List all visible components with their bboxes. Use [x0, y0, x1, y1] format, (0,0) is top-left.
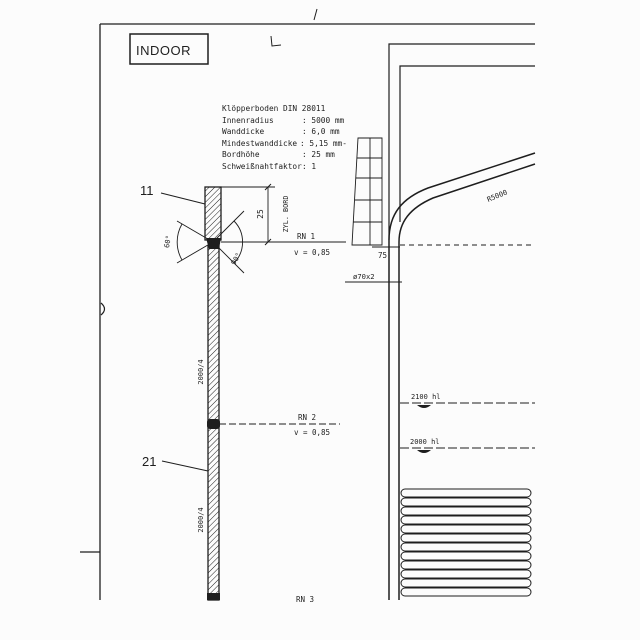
head-outer-contour — [388, 152, 536, 600]
outer-frame — [388, 43, 535, 240]
spec-value: : 5000 mm — [302, 116, 345, 125]
nozzle-offset-label: 75 — [378, 251, 387, 260]
wall-segment-label: 2000/4 — [197, 507, 205, 532]
level-label-2000: 2000 hl — [410, 438, 440, 446]
spec-value: : 5,15 mm- — [300, 139, 347, 148]
level-label-2100: 2100 hl — [411, 393, 441, 401]
pen-mark — [313, 8, 318, 21]
angle-arc-left — [176, 223, 183, 261]
spec-label: Schweißnahtfaktor — [222, 162, 302, 171]
inner-frame — [399, 65, 535, 222]
spec-label: Innenradius — [222, 116, 274, 125]
wall-segment-label: 2000/4 — [197, 359, 205, 384]
seam-factor-rn1: v = 0,85 — [294, 248, 330, 257]
indoor-label: INDOOR — [136, 43, 191, 58]
nozzle-size-label: ø70x2 — [353, 272, 375, 281]
coil-turn — [400, 578, 532, 588]
coil-turn — [400, 560, 532, 570]
coil-turn — [400, 551, 532, 561]
level-marker-2000 — [417, 450, 431, 453]
leader-lower — [161, 460, 209, 472]
part-label-upper: 11 — [140, 183, 154, 198]
part-label-lower: 21 — [142, 454, 156, 469]
head-radius-label: R5000 — [486, 188, 509, 203]
coil-stack — [400, 488, 532, 597]
punch-hole-mark — [100, 302, 106, 316]
coil-turn — [400, 515, 532, 525]
weld-rn3 — [207, 593, 220, 600]
weld-rn2 — [207, 419, 220, 429]
bord-type-label: ZYL. BORD — [282, 196, 290, 233]
seam-factor-rn2: v = 0,85 — [294, 428, 330, 437]
seam-name-rn1: RN 1 — [297, 232, 315, 241]
coil-turn — [400, 587, 532, 597]
spec-value: : 1 — [302, 162, 316, 171]
coil-turn — [400, 569, 532, 579]
seam-name-rn2: RN 2 — [298, 413, 316, 422]
level-marker-2100 — [417, 405, 431, 408]
spec-block: Klöpperboden DIN 28011 Innenradius : 500… — [222, 104, 347, 171]
coil-turn — [400, 524, 532, 534]
bord-height-label: 25 — [256, 209, 265, 219]
coil-turn — [400, 542, 532, 552]
coil-turn — [400, 497, 532, 507]
ladder-grid — [351, 137, 383, 246]
angle-label-right: 90° — [230, 252, 243, 267]
seam-name-rn3: RN 3 — [296, 595, 314, 604]
angle-label-left: 60° — [163, 235, 173, 249]
spec-value: : 25 mm — [302, 150, 335, 159]
coil-turn — [400, 488, 532, 498]
spec-label: Mindestwanddicke — [222, 139, 297, 148]
spec-heading: Klöpperboden DIN 28011 — [222, 104, 326, 113]
spec-value: : 6,0 mm — [302, 127, 340, 136]
wall-upper-bord — [204, 186, 222, 241]
pen-mark — [270, 35, 282, 47]
leader-upper — [160, 192, 206, 205]
coil-turn — [400, 533, 532, 543]
coil-turn — [400, 506, 532, 516]
spec-label: Wanddicke — [222, 127, 265, 136]
head-inner-contour — [398, 163, 536, 600]
spec-label: Bordhöhe — [222, 150, 260, 159]
indoor-box — [129, 33, 209, 65]
weld-angle-lines — [176, 210, 245, 274]
